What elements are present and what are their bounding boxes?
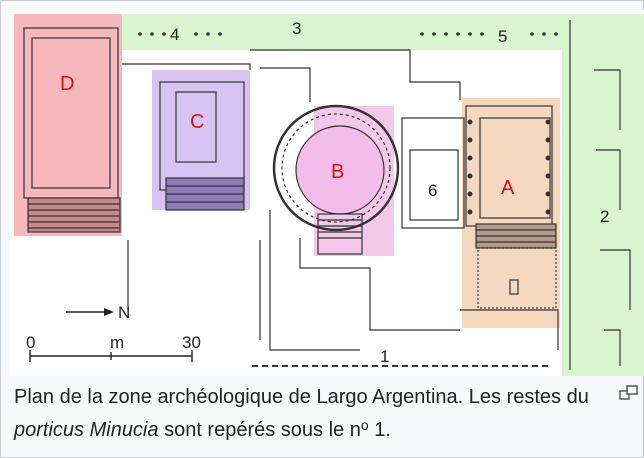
scale-label-start: 0 (26, 333, 35, 352)
plan-drawing: D C B A 4 3 5 6 2 1 N 0 m 30 (14, 14, 644, 376)
north-label: N (118, 303, 130, 322)
number-label-4: 4 (170, 25, 179, 44)
north-arrowhead-icon (104, 308, 114, 316)
green-band-right (562, 14, 644, 376)
scale-label-end: 30 (182, 333, 201, 352)
number-label-1: 1 (380, 347, 389, 366)
caption-text-2: sont repérés sous le n (158, 419, 361, 441)
number-label-6: 6 (428, 181, 437, 200)
site-plan[interactable]: D C B A 4 3 5 6 2 1 N 0 m 30 (10, 10, 644, 376)
enlarge-icon[interactable] (619, 385, 639, 401)
figure-caption: Plan de la zone archéologique de Largo A… (14, 381, 604, 447)
caption-text-3: 1. (368, 419, 391, 441)
zone-a-area (462, 98, 560, 328)
caption-text-1: Plan de la zone archéologique de Largo A… (14, 386, 589, 408)
zone-label-d: D (60, 73, 74, 95)
number-label-3: 3 (292, 19, 301, 38)
green-band-top (122, 14, 572, 50)
caption-link-porticus[interactable]: porticus Minucia (14, 419, 159, 441)
caption-superscript: o (360, 417, 369, 433)
zone-label-a: A (501, 177, 515, 199)
scale-bar (29, 350, 193, 362)
number-label-2: 2 (600, 207, 609, 226)
number-label-5: 5 (498, 27, 507, 46)
zone-label-b: B (331, 161, 344, 183)
zone-label-c: C (190, 111, 204, 133)
scale-label-unit: m (110, 333, 124, 352)
enlarge-icon-glyph (619, 385, 638, 400)
